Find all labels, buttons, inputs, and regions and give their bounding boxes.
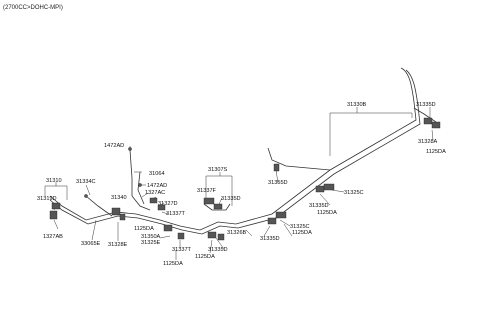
fitting-31334C — [84, 194, 88, 198]
clip-33065E — [111, 207, 121, 216]
fitting-1472AD-mid — [138, 183, 142, 187]
clip-31350A — [163, 224, 173, 232]
main-line-lower — [49, 69, 421, 235]
clip-31326B — [207, 231, 217, 239]
label-31325C-a: 31325C — [344, 190, 364, 196]
fitting-1472AD — [128, 147, 132, 151]
clip-31327D — [149, 197, 158, 204]
leader-lines — [44, 107, 434, 260]
label-33065E: 33065E — [81, 241, 101, 247]
clip-31328A — [423, 117, 433, 125]
label-31334C: 31334C — [76, 179, 96, 185]
label-31340: 31340 — [111, 195, 127, 201]
clip-31335D-a — [213, 203, 223, 210]
clip-31335D-c — [315, 185, 325, 193]
label-31326B: 31326B — [227, 230, 247, 236]
label-1327AB: 1327AB — [43, 234, 63, 240]
clip-31325C-b — [275, 211, 287, 219]
label-31064: 31064 — [149, 171, 165, 177]
label-31337T-b: 31337T — [172, 247, 192, 253]
engine-note: (2700CC>DOHC-MPI) — [3, 5, 63, 11]
label-31355D: 31355D — [268, 180, 288, 186]
label-1125DA-b: 1125DA — [163, 261, 183, 267]
label-31325C-b: 31325C — [290, 224, 310, 230]
label-31330B: 31330B — [347, 102, 367, 108]
label-31335D-d: 31335D — [260, 236, 280, 242]
bolt-1327AB — [49, 210, 58, 220]
label-1472AD-mid: 1472AD — [147, 183, 167, 189]
tube-lines — [49, 67, 437, 235]
part-labels: 1472AD 31064 1472AD 1327AC 31340 31327D … — [37, 102, 446, 267]
label-1472AD: 1472AD — [104, 143, 124, 149]
clip-31337F — [203, 197, 215, 205]
label-1125DA-d: 1125DA — [317, 210, 337, 216]
clip-31335D-b — [217, 233, 225, 241]
label-31335D-e: 31335D — [416, 102, 436, 108]
label-31350A: 31350A — [141, 234, 161, 240]
label-1125DA-a: 1125DA — [134, 226, 154, 232]
clip-parts — [49, 117, 441, 241]
clip-31319D — [51, 202, 61, 210]
label-1125DA-c: 1125DA — [195, 254, 215, 260]
clip-31325C-a — [323, 183, 335, 191]
label-31337F: 31337F — [197, 188, 217, 194]
label-31325E: 31325E — [141, 240, 161, 246]
label-31328E: 31328E — [108, 242, 128, 248]
label-31327D: 31327D — [158, 201, 178, 207]
label-31319D: 31319D — [37, 196, 57, 202]
clip-31337T-a — [157, 204, 166, 211]
label-31307S: 31307S — [208, 167, 228, 173]
branch-line-31355D — [267, 147, 331, 171]
label-31337T-a: 31337T — [166, 211, 186, 217]
label-1327AC: 1327AC — [145, 190, 165, 196]
label-31335D-c: 31335D — [309, 203, 329, 209]
label-31335D-b: 31335D — [208, 247, 228, 253]
main-line-upper — [49, 67, 417, 231]
clip-31335D-d — [267, 217, 277, 225]
hose-31307S — [203, 203, 231, 211]
label-31310: 31310 — [46, 178, 62, 184]
label-31328A: 31328A — [418, 139, 438, 145]
label-31335D-a: 31335D — [221, 196, 241, 202]
label-1125DA-e: 1125DA — [292, 230, 312, 236]
line-31064 — [137, 171, 145, 205]
clip-31337T-b — [177, 232, 185, 240]
clip-31355D — [273, 163, 280, 172]
label-1125DA-f: 1125DA — [426, 149, 446, 155]
clip-31335D-e — [431, 121, 441, 129]
branch-31334C — [85, 195, 113, 217]
line-1472AD — [129, 149, 151, 211]
clip-31328E — [119, 213, 126, 221]
